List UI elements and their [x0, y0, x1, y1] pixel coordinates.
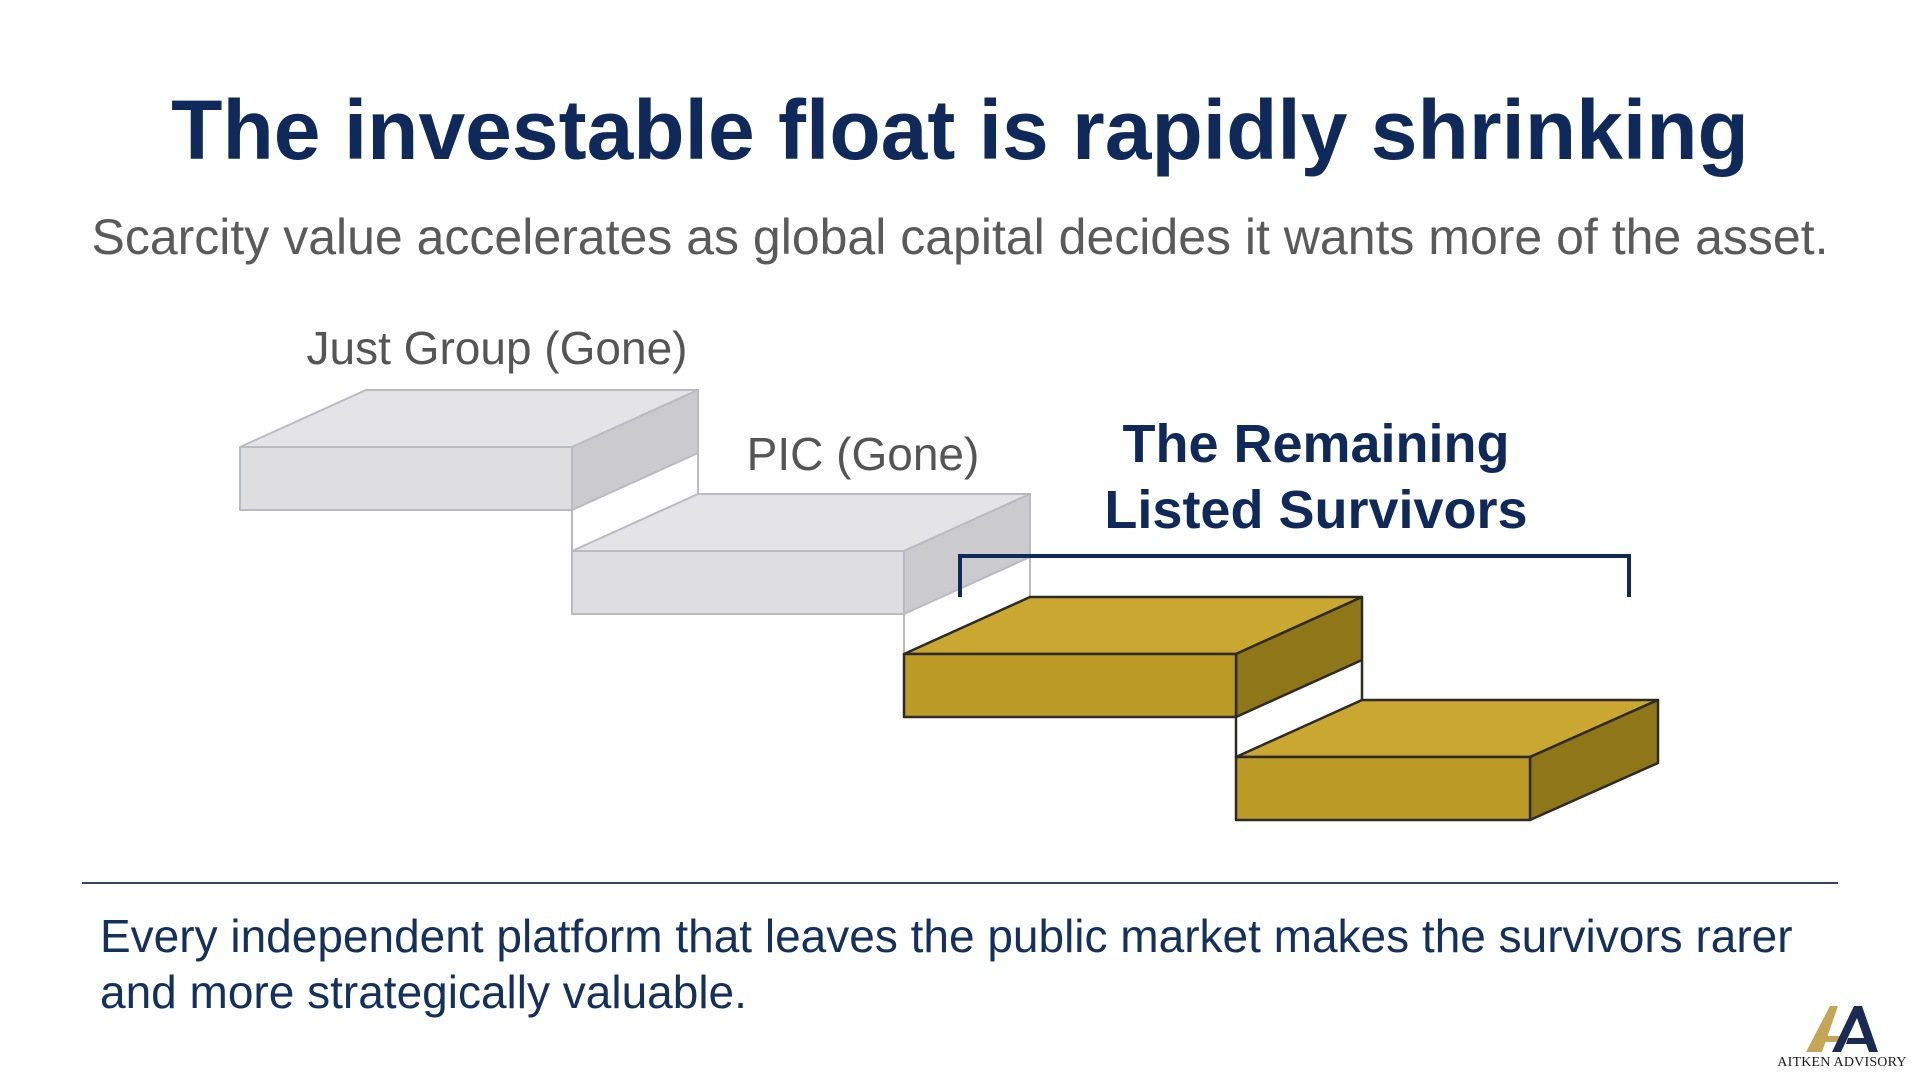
slide-title: The investable float is rapidly shrinkin… — [171, 83, 1749, 177]
footer-divider — [82, 882, 1838, 884]
step-survivor-1-front — [902, 652, 1238, 719]
step-survivor-1 — [902, 595, 1364, 719]
takeaway-text: Every independent platform that leaves t… — [100, 910, 1793, 1018]
aa-monogram-icon — [1806, 1006, 1878, 1052]
logo-wordmark: AITKEN ADVISORY — [1777, 1055, 1907, 1070]
step-survivor-2-front — [1234, 755, 1532, 822]
step-pic-front — [571, 550, 905, 615]
step-just-group-front — [239, 446, 573, 511]
step-label-pic: PIC (Gone) — [747, 428, 980, 480]
slide-subtitle: Scarcity value accelerates as global cap… — [91, 209, 1829, 265]
step-just-group — [239, 389, 699, 511]
aitken-advisory-logo: AITKEN ADVISORY — [1772, 1002, 1912, 1076]
survivor-group-title-line1: The Remaining — [1122, 414, 1509, 474]
step-pic — [571, 493, 1031, 615]
survivor-group-title-line2: Listed Survivors — [1104, 480, 1527, 540]
step-survivor-2 — [1234, 698, 1660, 822]
survivor-bracket — [958, 554, 1631, 597]
step-label-just-group: Just Group (Gone) — [307, 322, 688, 374]
